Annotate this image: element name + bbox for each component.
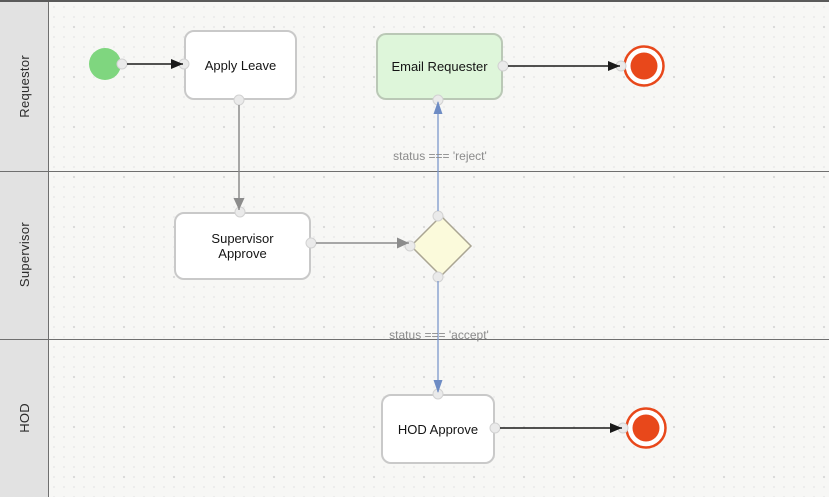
task-label: HOD Approve [397,421,479,437]
lane-label-text: Requestor [16,55,32,118]
task-apply-leave[interactable]: Apply Leave [184,30,297,100]
lane-label-supervisor[interactable]: Supervisor [0,171,48,339]
lane-label-requestor[interactable]: Requestor [0,2,48,171]
lane-label-hod[interactable]: HOD [0,339,48,497]
flow-label-accept[interactable]: status === 'accept' [389,328,489,342]
pool-top-border [0,0,829,2]
lane-header-column [0,2,49,497]
lane-label-text: Supervisor [16,222,32,288]
task-label: Email Requester [391,59,488,74]
task-label: Supervisor Approve [211,231,274,261]
task-label: Apply Leave [204,57,277,73]
task-hod-approve[interactable]: HOD Approve [381,394,495,464]
lane-label-text: HOD [16,403,32,433]
task-supervisor-approve[interactable]: Supervisor Approve [174,212,311,280]
flow-label-reject[interactable]: status === 'reject' [393,149,487,163]
task-email-requester[interactable]: Email Requester [376,33,503,100]
lane-separator [0,171,829,172]
lane-separator [0,339,829,340]
